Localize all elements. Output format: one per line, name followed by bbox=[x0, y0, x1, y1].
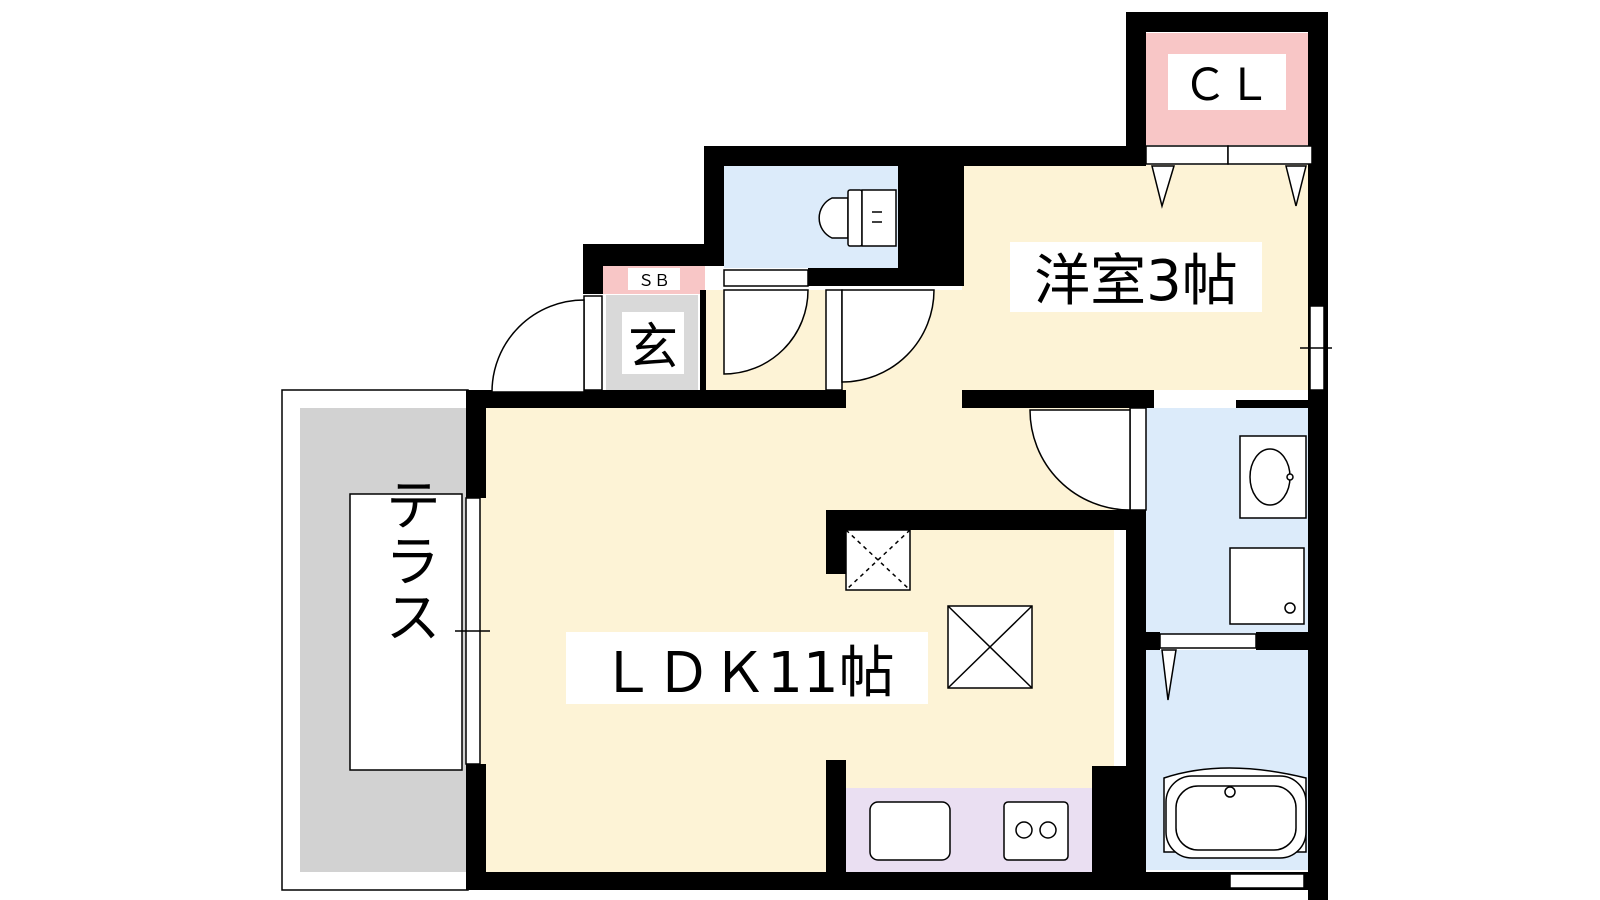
closet-door-right bbox=[1227, 145, 1313, 165]
wall bbox=[1126, 12, 1328, 32]
washroom-rail bbox=[1159, 633, 1257, 649]
ldk-label: ＬＤＫ11帖 bbox=[599, 641, 894, 706]
entrance-label: 玄 bbox=[628, 318, 678, 376]
bath-rail bbox=[1229, 873, 1305, 889]
wall bbox=[583, 244, 723, 266]
walls bbox=[466, 12, 1328, 900]
wall bbox=[466, 390, 486, 498]
closet-label: ＣＬ bbox=[1183, 60, 1271, 111]
wall bbox=[700, 290, 706, 390]
door-swings bbox=[491, 165, 1307, 701]
cooktop-icon bbox=[1003, 801, 1069, 861]
ldk-floor bbox=[466, 382, 1146, 872]
wall bbox=[808, 268, 964, 286]
closet-label-box bbox=[1168, 54, 1286, 110]
storage-box-icon bbox=[845, 529, 911, 591]
wall bbox=[898, 146, 964, 286]
wall bbox=[1308, 12, 1328, 900]
wall bbox=[704, 146, 724, 266]
front-door-swing bbox=[491, 299, 585, 393]
bath-door-mark bbox=[1161, 649, 1177, 701]
wall bbox=[466, 764, 486, 890]
wall bbox=[1126, 510, 1146, 648]
toilet-door-frame bbox=[723, 269, 809, 287]
closet-door-mark bbox=[1285, 165, 1307, 207]
fridge-space-icon bbox=[947, 605, 1033, 689]
wall bbox=[826, 760, 846, 872]
washer-pan-icon bbox=[1229, 547, 1305, 625]
labels: ＣＬ 洋室3帖 ＳＢ 玄 ＬＤＫ11帖 テラス bbox=[376, 54, 1286, 706]
entrance-label-box bbox=[622, 312, 684, 374]
toilet-door-swing bbox=[723, 289, 809, 375]
ldk-label-box bbox=[566, 632, 928, 704]
shoe-box-label: ＳＢ bbox=[638, 271, 670, 290]
wash-door-swing bbox=[1029, 409, 1131, 511]
wall bbox=[826, 510, 1132, 530]
wall bbox=[962, 390, 1154, 408]
hall-door-frame bbox=[825, 289, 843, 391]
closet-door-mark bbox=[1151, 165, 1176, 209]
openings bbox=[455, 145, 1332, 889]
entrance-door-frame bbox=[583, 295, 603, 391]
kitchen-sink-icon bbox=[869, 801, 951, 861]
wall bbox=[583, 244, 603, 294]
wall bbox=[466, 390, 846, 408]
fixtures bbox=[818, 189, 1307, 861]
wall bbox=[826, 510, 846, 574]
room-door-swing bbox=[841, 289, 935, 383]
wall bbox=[1236, 400, 1308, 408]
bathtub-icon bbox=[1163, 767, 1307, 859]
wall bbox=[466, 872, 1328, 890]
western-room-label-box bbox=[1010, 242, 1262, 312]
wall bbox=[1146, 632, 1160, 650]
wall bbox=[1126, 646, 1146, 872]
wash-basin-icon bbox=[1239, 435, 1307, 519]
closet-door-left bbox=[1145, 145, 1229, 165]
wall bbox=[1256, 632, 1308, 650]
wall bbox=[1126, 12, 1146, 146]
toilet-icon bbox=[818, 189, 897, 247]
terrace bbox=[281, 389, 469, 891]
western-room-label: 洋室3帖 bbox=[1034, 249, 1238, 314]
shoe-box-label-box bbox=[628, 268, 680, 290]
terrace-label-box bbox=[349, 493, 463, 771]
terrace-label: テラス bbox=[376, 476, 441, 644]
wash-door-frame bbox=[1129, 407, 1147, 511]
